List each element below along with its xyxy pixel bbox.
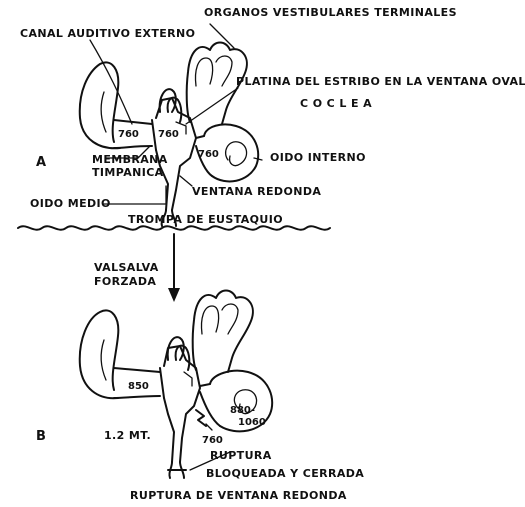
label-membrana-1: MEMBRANA <box>92 154 168 165</box>
label-coclea: C O C L E A <box>300 98 372 109</box>
caption: RUPTURA DE VENTANA REDONDA <box>130 490 347 501</box>
separator-wave <box>18 226 330 229</box>
label-ventana-redonda: VENTANA REDONDA <box>192 186 321 197</box>
pressure-b-middle: 760 <box>202 436 223 446</box>
pressure-b-external: 850 <box>128 382 149 392</box>
pointer-lines-b <box>190 424 230 470</box>
pressure-a-external: 760 <box>118 130 139 140</box>
label-trompa: TROMPA DE EUSTAQUIO <box>128 214 283 225</box>
pressure-a-middle: 760 <box>158 130 179 140</box>
label-oido-medio: OIDO MEDIO <box>30 198 111 209</box>
label-bloqueada: BLOQUEADA Y CERRADA <box>206 468 364 479</box>
ossicles-a <box>160 89 182 122</box>
pressure-b-inner-2: 1060 <box>238 418 266 428</box>
rupture-mark <box>196 410 206 426</box>
label-panel-b: B <box>36 430 46 443</box>
label-valsalva-1: VALSALVA <box>94 262 159 273</box>
label-canal-auditivo: CANAL AUDITIVO EXTERNO <box>20 28 195 39</box>
label-panel-a: A <box>36 156 46 169</box>
label-platina: PLATINA DEL ESTRIBO EN LA VENTANA OVAL <box>236 76 525 87</box>
pinna-a <box>80 62 120 148</box>
label-organos-vestibulares: ORGANOS VESTIBULARES TERMINALES <box>204 7 457 18</box>
valsalva-arrow <box>168 234 180 302</box>
label-ruptura: RUPTURA <box>210 450 272 461</box>
label-valsalva-2: FORZADA <box>94 276 156 287</box>
pressure-a-inner: 760 <box>198 150 219 160</box>
eustachian-tube-b <box>168 462 186 478</box>
ossicles-b <box>168 337 190 370</box>
label-distance: 1.2 MT. <box>104 430 151 441</box>
label-oido-interno: OIDO INTERNO <box>270 152 366 163</box>
label-membrana-2: TIMPANICA <box>92 167 164 178</box>
pressure-b-inner-1: 880- <box>230 406 255 416</box>
pinna-b <box>80 310 119 398</box>
